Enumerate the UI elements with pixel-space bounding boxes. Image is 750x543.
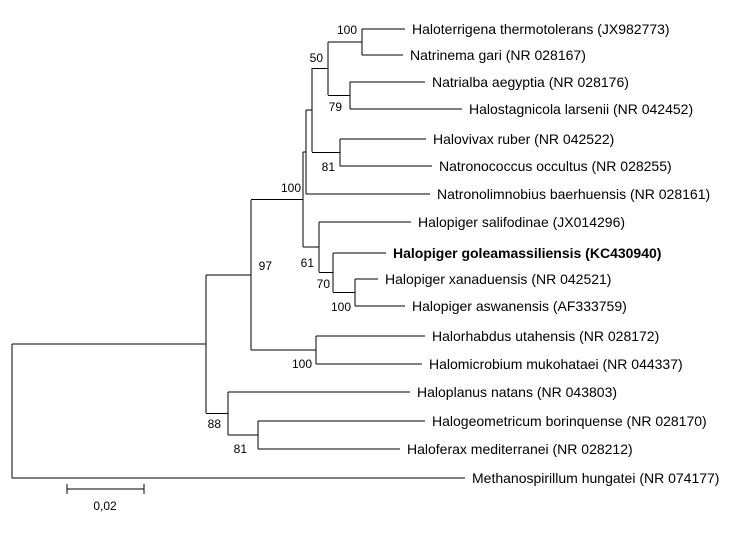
taxon-label: Halostagnicola larsenii (NR 042452) [469, 101, 693, 117]
bootstrap-value: 81 [322, 160, 336, 174]
scale-bar: 0,02 [66, 484, 145, 513]
taxon-label: Haloplanus natans (NR 043803) [417, 384, 617, 400]
bootstrap-value: 81 [234, 442, 248, 456]
tree-branches [11, 28, 465, 479]
taxon-label: Methanospirillum hungatei (NR 074177) [472, 470, 719, 486]
taxon-label: Haloterrigena thermotolerans (JX982773) [412, 21, 670, 37]
bootstrap-value: 61 [301, 256, 315, 270]
bootstrap-value: 100 [292, 357, 312, 371]
bootstrap-value: 100 [331, 300, 351, 314]
bootstrap-value: 100 [337, 23, 357, 37]
taxon-labels: Haloterrigena thermotolerans (JX982773) N… [385, 21, 719, 486]
taxon-label: Haloferax mediterranei (NR 028212) [407, 441, 633, 457]
scale-bar-label: 0,02 [93, 499, 117, 513]
taxon-label: Natronolimnobius baerhuensis (NR 028161) [437, 186, 710, 202]
taxon-label: Natrinema gari (NR 028167) [410, 47, 586, 63]
taxon-label: Natrialba aegyptia (NR 028176) [432, 74, 629, 90]
taxon-label: Halopiger salifodinae (JX014296) [418, 214, 625, 230]
taxon-label: Halomicrobium mukohataei (NR 044337) [429, 356, 683, 372]
bootstrap-value: 97 [259, 259, 273, 273]
taxon-label: Halovivax ruber (NR 042522) [433, 131, 614, 147]
bootstrap-value: 100 [281, 181, 301, 195]
taxon-label: Halorhabdus utahensis (NR 028172) [432, 328, 659, 344]
taxon-label: Halogeometricum borinquense (NR 028170) [432, 413, 707, 429]
taxon-label: Halopiger aswanensis (AF333759) [412, 298, 627, 314]
bootstrap-value: 79 [329, 100, 343, 114]
taxon-label: Natronococcus occultus (NR 028255) [439, 158, 672, 174]
taxon-label: Halopiger xanaduensis (NR 042521) [385, 271, 611, 287]
bootstrap-value: 88 [208, 417, 222, 431]
bootstrap-value: 50 [310, 51, 324, 65]
bootstrap-value: 70 [317, 277, 331, 291]
taxon-label: Halopiger goleamassiliensis (KC430940) [393, 245, 661, 261]
